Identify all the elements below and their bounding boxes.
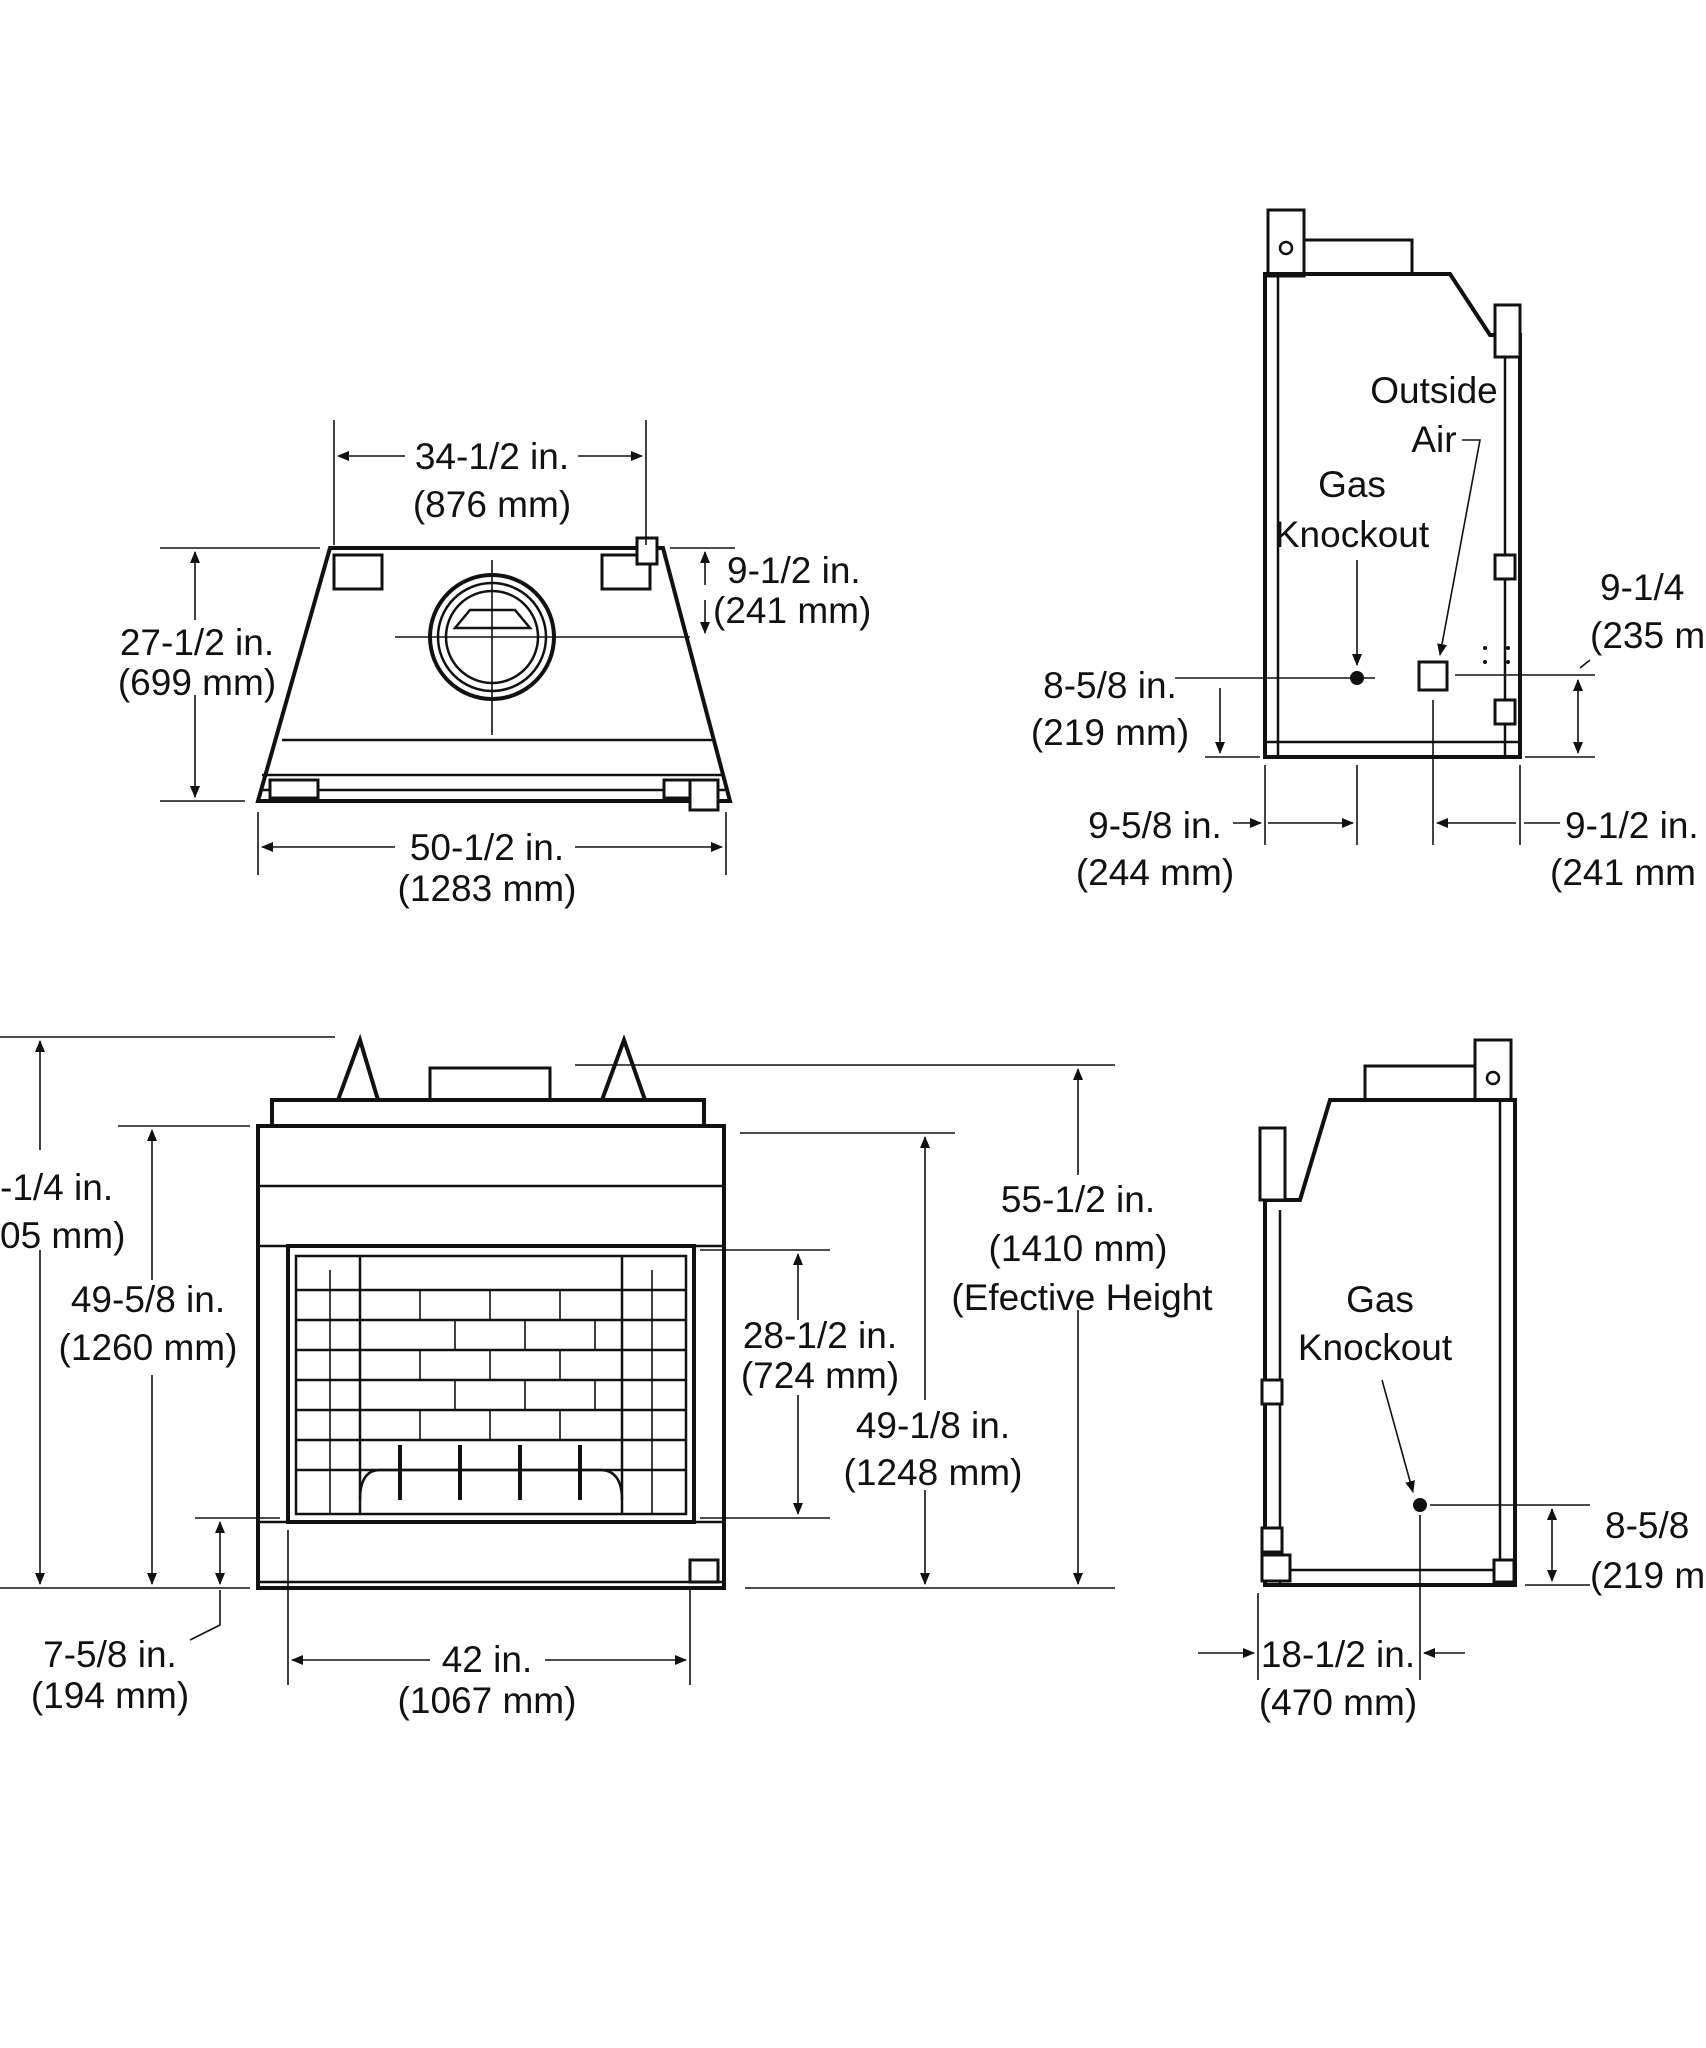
left-gas-height-metric: (219 m — [1590, 1555, 1705, 1596]
opening-width-imperial: 42 in. — [442, 1639, 533, 1680]
left-gas-height-imperial: 8-5/8 — [1605, 1505, 1689, 1546]
right-side-body — [1263, 208, 1522, 759]
gas-knockout-label-2: Knockout — [1275, 514, 1430, 555]
left-side-view: Gas Knockout 8-5/8 (219 m 18-1/2 in. (47… — [1198, 1038, 1705, 1723]
effective-height-imperial: 55-1/2 in. — [1001, 1179, 1155, 1220]
left-gas-knockout-label-2: Knockout — [1298, 1327, 1453, 1368]
outside-air-label-1: Outside — [1370, 370, 1498, 411]
top-view-body — [255, 536, 733, 812]
air-from-front-metric: (241 mm — [1550, 852, 1696, 893]
interior-height-imperial: 49-1/8 in. — [856, 1405, 1010, 1446]
outside-air-label-2: Air — [1411, 419, 1456, 460]
right-side-view: Outside Air Gas Knockout 8-5/8 in. (219 … — [1031, 208, 1705, 893]
air-height-imperial: 9-1/4 — [1600, 567, 1684, 608]
top-depth-metric: (699 mm) — [118, 662, 276, 703]
top-depth-imperial: 27-1/2 in. — [120, 622, 274, 663]
flue-offset-imperial: 9-1/2 in. — [727, 550, 861, 591]
body-height-metric: (1260 mm) — [59, 1327, 238, 1368]
gas-from-back-imperial: 9-5/8 in. — [1088, 805, 1222, 846]
front-view: -1/4 in. 05 mm) 49-5/8 in. (1260 mm) 7-5… — [0, 1033, 1213, 1721]
top-width-metric: (876 mm) — [413, 484, 571, 525]
gas-knockout-label-1: Gas — [1318, 464, 1386, 505]
flue-offset-metric: (241 mm) — [713, 590, 871, 631]
left-depth-imperial: 18-1/2 in. — [1261, 1634, 1415, 1675]
base-height-metric: (194 mm) — [31, 1675, 189, 1716]
opening-width-metric: (1067 mm) — [398, 1680, 577, 1721]
air-height-metric: (235 m — [1590, 615, 1705, 656]
right-gas-height-imperial: 8-5/8 in. — [1043, 665, 1177, 706]
effective-height-metric: (1410 mm) — [989, 1228, 1168, 1269]
interior-height-metric: (1248 mm) — [844, 1452, 1023, 1493]
bottom-width-metric: (1283 mm) — [398, 868, 577, 909]
bottom-width-imperial: 50-1/2 in. — [410, 827, 564, 868]
air-from-front-imperial: 9-1/2 in. — [1565, 805, 1699, 846]
left-gas-knockout-label-1: Gas — [1346, 1279, 1414, 1320]
front-view-body — [256, 1033, 726, 1590]
left-depth-metric: (470 mm) — [1259, 1682, 1417, 1723]
base-height-imperial: 7-5/8 in. — [43, 1634, 177, 1675]
top-view: 34-1/2 in. (876 mm) 27-1/2 in. (699 mm) … — [118, 420, 871, 909]
top-width-imperial: 34-1/2 in. — [415, 436, 569, 477]
overall-height-imperial: -1/4 in. — [0, 1167, 113, 1208]
opening-height-metric: (724 mm) — [741, 1355, 899, 1396]
opening-height-imperial: 28-1/2 in. — [743, 1315, 897, 1356]
left-side-body — [1258, 1038, 1517, 1587]
overall-height-metric: 05 mm) — [0, 1215, 125, 1256]
brick-pattern — [296, 1256, 686, 1514]
body-height-imperial: 49-5/8 in. — [71, 1279, 225, 1320]
effective-height-note: (Efective Height — [951, 1277, 1213, 1318]
gas-from-back-metric: (244 mm) — [1076, 852, 1234, 893]
right-gas-height-metric: (219 mm) — [1031, 712, 1189, 753]
